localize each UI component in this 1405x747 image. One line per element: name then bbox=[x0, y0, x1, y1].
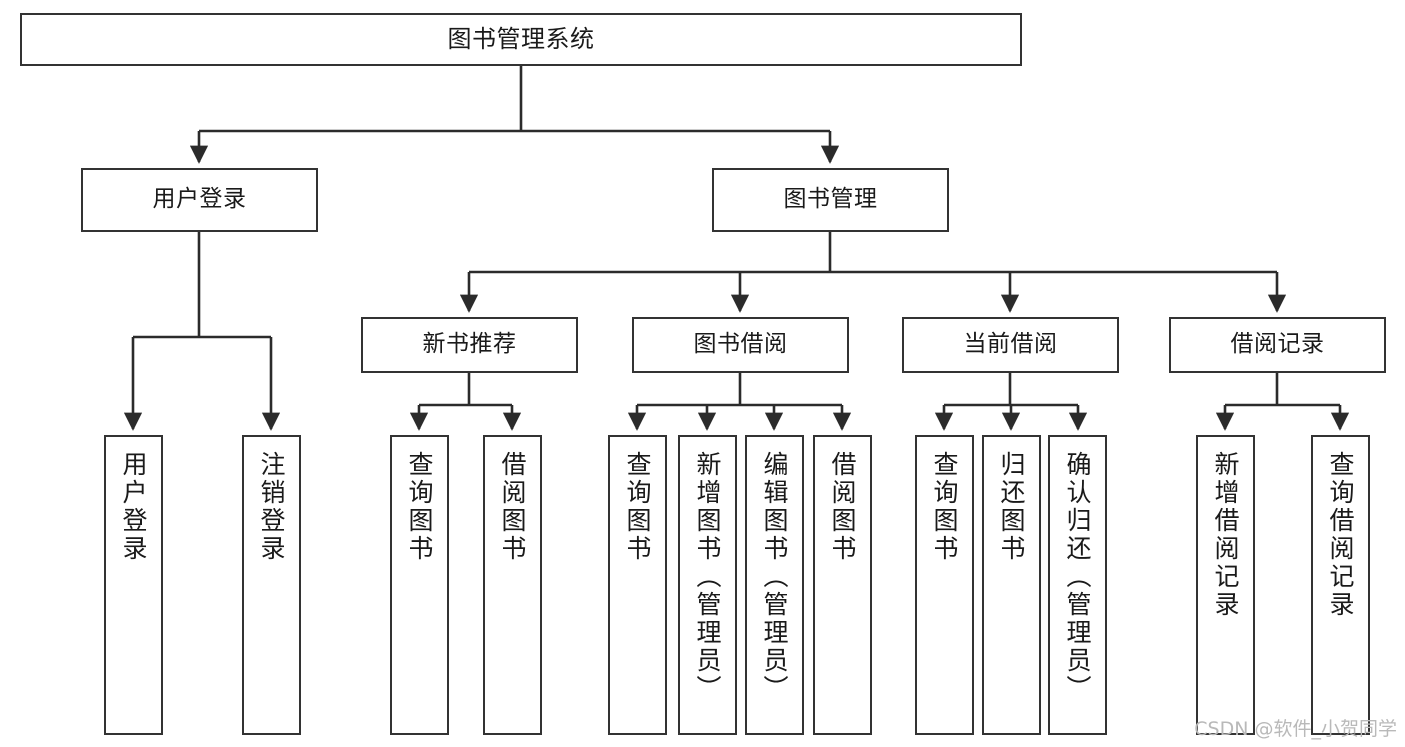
leaf-currentborrow-return-book[interactable]: 归还图书 bbox=[982, 435, 1041, 735]
node-label: 查询图书 bbox=[405, 451, 434, 563]
node-label: 查询图书 bbox=[623, 451, 652, 563]
leaf-borrowrecord-add-record[interactable]: 新增借阅记录 bbox=[1196, 435, 1255, 735]
leaf-newbook-borrow-book[interactable]: 借阅图书 bbox=[483, 435, 542, 735]
leaf-bookborrow-edit-book-admin[interactable]: 编辑图书（管理员） bbox=[745, 435, 804, 735]
node-borrow-record[interactable]: 借阅记录 bbox=[1169, 317, 1386, 373]
node-label: 归还图书 bbox=[997, 451, 1026, 563]
node-label: 用户登录 bbox=[119, 451, 148, 563]
node-label: 查询图书 bbox=[930, 451, 959, 563]
node-label: 编辑图书（管理员） bbox=[760, 451, 789, 703]
node-new-book-recommend[interactable]: 新书推荐 bbox=[361, 317, 578, 373]
leaf-bookborrow-add-book-admin[interactable]: 新增图书（管理员） bbox=[678, 435, 737, 735]
leaf-currentborrow-query-book[interactable]: 查询图书 bbox=[915, 435, 974, 735]
leaf-user-login[interactable]: 用户登录 bbox=[104, 435, 163, 735]
node-book-management[interactable]: 图书管理 bbox=[712, 168, 949, 232]
node-root-system[interactable]: 图书管理系统 bbox=[20, 13, 1022, 66]
leaf-newbook-query-book[interactable]: 查询图书 bbox=[390, 435, 449, 735]
node-label: 当前借阅 bbox=[963, 331, 1058, 358]
leaf-currentborrow-confirm-return-admin[interactable]: 确认归还（管理员） bbox=[1048, 435, 1107, 735]
node-label: 新增图书（管理员） bbox=[693, 451, 722, 703]
node-label: 图书管理系统 bbox=[447, 25, 595, 54]
node-label: 注销登录 bbox=[257, 451, 286, 563]
leaf-logout[interactable]: 注销登录 bbox=[242, 435, 301, 735]
node-label: 用户登录 bbox=[152, 186, 247, 213]
node-label: 图书借阅 bbox=[693, 331, 788, 358]
node-label: 借阅图书 bbox=[828, 451, 857, 563]
node-label: 确认归还（管理员） bbox=[1063, 451, 1092, 703]
node-label: 新增借阅记录 bbox=[1211, 451, 1240, 619]
node-label: 新书推荐 bbox=[422, 331, 517, 358]
node-label: 查询借阅记录 bbox=[1326, 451, 1355, 619]
node-label: 图书管理 bbox=[783, 186, 878, 213]
node-label: 借阅记录 bbox=[1230, 331, 1325, 358]
node-user-login[interactable]: 用户登录 bbox=[81, 168, 318, 232]
leaf-borrowrecord-query-record[interactable]: 查询借阅记录 bbox=[1311, 435, 1370, 735]
leaf-bookborrow-query-book[interactable]: 查询图书 bbox=[608, 435, 667, 735]
node-book-borrow[interactable]: 图书借阅 bbox=[632, 317, 849, 373]
node-current-borrow[interactable]: 当前借阅 bbox=[902, 317, 1119, 373]
leaf-bookborrow-borrow-book[interactable]: 借阅图书 bbox=[813, 435, 872, 735]
node-label: 借阅图书 bbox=[498, 451, 527, 563]
